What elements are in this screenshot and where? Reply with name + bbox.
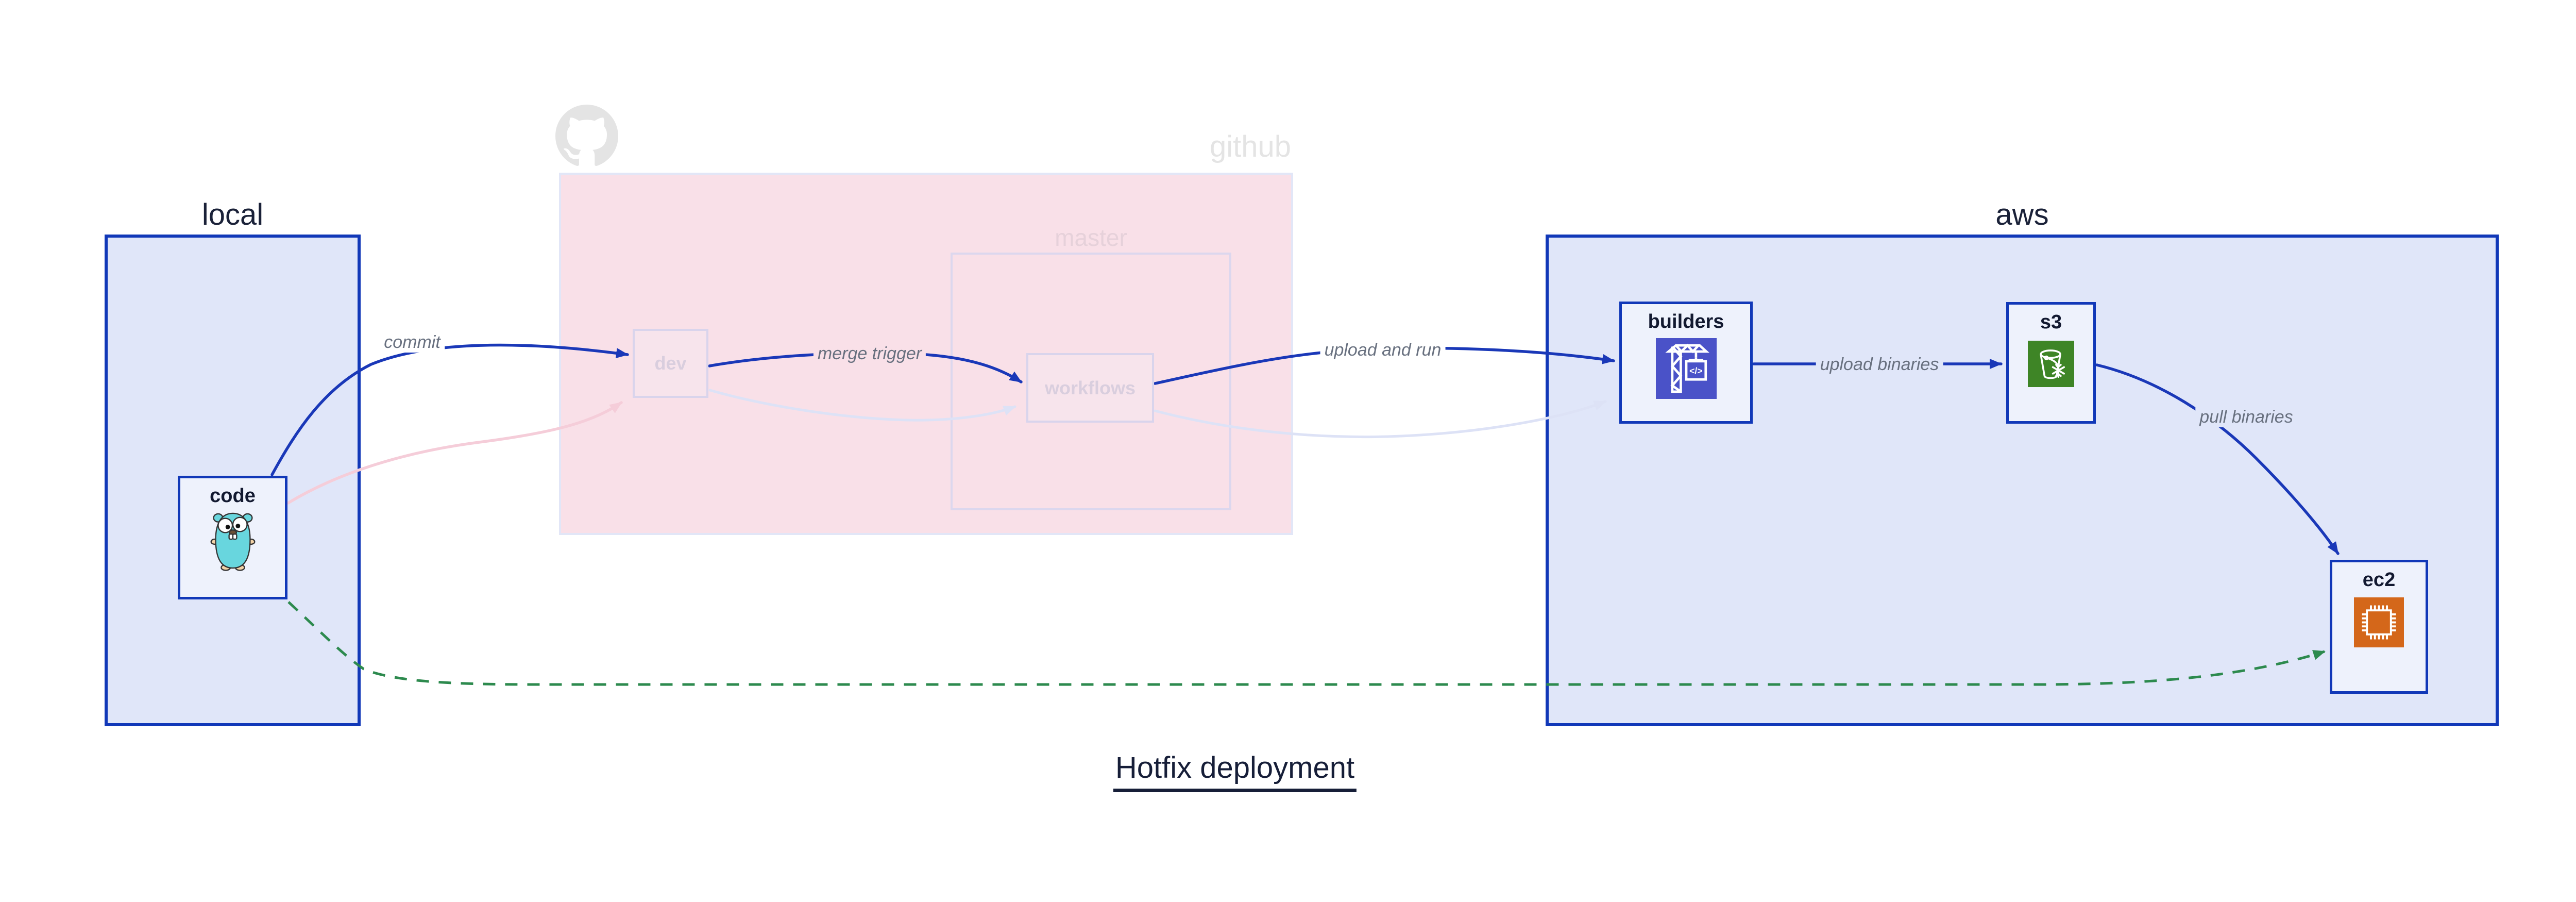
aws-label: aws	[1995, 198, 2049, 231]
node-dev-label: dev	[654, 353, 687, 374]
edge-pull-binaries	[2095, 363, 2340, 555]
node-workflows: workflows	[1026, 353, 1154, 423]
github-octocat-icon	[555, 105, 618, 168]
edge-hotfix-direct-dashed	[287, 601, 2326, 686]
edge-label-merge-trigger: merge trigger	[813, 343, 926, 364]
diagram-title: Hotfix deployment	[1113, 751, 1357, 792]
github-watermark-label: github	[1209, 130, 1291, 163]
go-gopher-icon	[207, 510, 259, 574]
node-code: code	[178, 476, 287, 599]
master-label: master	[1055, 224, 1127, 251]
node-s3: s3	[2006, 302, 2096, 424]
node-code-label: code	[210, 485, 256, 507]
edge-label-upload-and-run: upload and run	[1320, 340, 1446, 360]
node-s3-label: s3	[2040, 311, 2062, 333]
edge-faded-upload	[1154, 400, 1607, 439]
node-dev: dev	[633, 329, 708, 398]
edge-commit	[270, 343, 629, 476]
edge-faded-commit	[286, 401, 623, 505]
edge-label-pull-binaries: pull binaries	[2195, 407, 2297, 427]
edge-label-commit: commit	[380, 332, 445, 353]
node-workflows-label: workflows	[1044, 377, 1136, 398]
local-label: local	[201, 198, 264, 231]
s3-bucket-snowflake-icon	[2027, 340, 2075, 390]
node-builders: builders </>	[1619, 302, 1753, 424]
edge-faded-merge	[708, 389, 1016, 422]
node-ec2: ec2	[2330, 560, 2428, 694]
edge-label-upload-binaries: upload binaries	[1816, 354, 1943, 375]
codebuild-crane-icon: </>	[1655, 338, 1717, 402]
node-builders-label: builders	[1648, 311, 1724, 332]
svg-text:</>: </>	[1689, 365, 1703, 376]
master-branch-container	[951, 253, 1231, 510]
ec2-chip-icon	[2354, 597, 2404, 650]
node-ec2-label: ec2	[2362, 569, 2396, 591]
